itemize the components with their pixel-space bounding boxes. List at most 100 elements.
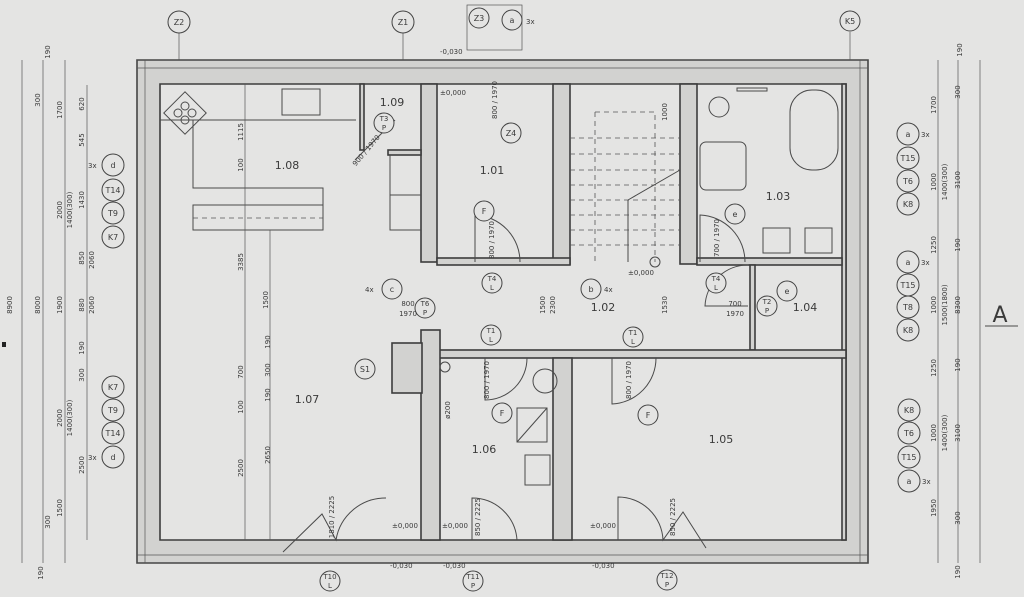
door-tag: T6P [414,297,436,319]
svg-text:700: 700 [237,365,245,378]
svg-text:190: 190 [956,43,964,56]
tag-t6: T6 [902,177,913,186]
door-swings [282,119,749,553]
stove-icon [163,91,207,135]
svg-text:1430: 1430 [78,191,86,209]
tag-d: d [110,453,115,462]
room-1-03: 1.03 [766,190,791,203]
svg-text:850: 850 [78,251,86,264]
sink-icon [281,88,321,116]
tag-count: 3x [921,131,930,139]
svg-text:800: 800 [401,300,414,308]
room-1-04: 1.04 [793,301,818,314]
tag-s1: S1 [360,365,370,374]
svg-text:100: 100 [237,400,245,413]
svg-text:T6: T6 [420,300,430,308]
svg-text:±0,000: ±0,000 [392,522,418,530]
tag-z3: Z3 [474,14,485,23]
svg-text:1500: 1500 [539,296,547,314]
svg-text:100: 100 [237,158,245,171]
svg-text:2060: 2060 [88,251,96,269]
section-marker: A [985,303,1018,328]
tag-a-count: 3x [526,18,535,26]
svg-text:300: 300 [44,515,52,528]
svg-text:1970: 1970 [726,310,744,318]
svg-text:P: P [765,307,769,315]
tag-c: c [390,285,394,294]
dimensions-right: 190 300 1700 1000 1400(300) 3100 1250 19… [930,43,964,578]
kitchen-fixtures [160,88,421,231]
svg-text:2500: 2500 [78,456,86,474]
tag-t9: T9 [107,209,118,218]
svg-text:700 / 1970: 700 / 1970 [713,219,721,257]
svg-text:3385: 3385 [237,253,245,271]
inner-tags: 4x c b 4x e e F F F S1 Z4 [354,122,798,426]
svg-text:T4: T4 [711,275,721,283]
door-tag: T1L [480,324,502,346]
svg-text:ø200: ø200 [444,401,452,419]
top-tags: Z2 Z1 Z3 a 3x K5 [167,4,861,60]
interior-walls [359,83,847,541]
tag-k8: K8 [903,326,913,335]
shower-icon [699,141,747,191]
svg-text:300: 300 [954,511,962,524]
svg-text:1000: 1000 [930,173,938,191]
svg-text:190: 190 [44,45,52,58]
svg-text:190: 190 [264,335,272,348]
tag-k7: K7 [108,383,118,392]
svg-text:300: 300 [264,363,272,376]
room-1-08: 1.08 [275,159,300,172]
tag-count: 4x [604,286,613,294]
svg-text:2000: 2000 [56,409,64,427]
svg-text:P: P [471,582,475,590]
room-1-02: 1.02 [591,301,616,314]
svg-text:545: 545 [78,133,86,146]
door-tag: T4L [481,272,503,294]
door-tag: T1L [622,326,644,348]
svg-text:T1: T1 [628,329,638,337]
toilet-icon [708,96,730,118]
svg-text:T12: T12 [659,572,673,580]
svg-text:1400(300): 1400(300) [66,399,74,436]
tag-e: e [785,287,790,296]
tag-k5: K5 [845,17,855,26]
svg-text:P: P [665,581,669,589]
svg-text:880: 880 [78,298,86,311]
svg-text:A: A [992,303,1007,328]
tag-z1: Z1 [398,18,409,27]
svg-text:1250: 1250 [930,236,938,254]
svg-text:1000: 1000 [930,296,938,314]
exterior-walls [136,59,869,564]
bathroom-fixtures [699,87,839,254]
tag-f: F [500,409,505,418]
door-tag: T2P [756,295,778,317]
tag-b: b [588,285,593,294]
svg-text:190: 190 [264,388,272,401]
svg-text:±0,000: ±0,000 [442,522,468,530]
svg-text:1970: 1970 [399,310,417,318]
tag-a: a [906,258,911,267]
svg-text:±0,000: ±0,000 [590,522,616,530]
svg-text:8900: 8900 [6,296,14,314]
svg-text:2000: 2000 [56,201,64,219]
svg-text:1530: 1530 [661,296,669,314]
tag-z2: Z2 [174,18,185,27]
svg-text:8300: 8300 [954,296,962,314]
svg-text:-0,030: -0,030 [592,562,615,570]
svg-text:±0,000: ±0,000 [628,269,654,277]
tag-t14: T14 [104,429,120,438]
right-tags-2: a 3x T15 T8 K8 [896,250,930,342]
svg-text:300: 300 [954,85,962,98]
svg-text:-0,030: -0,030 [440,48,463,56]
svg-text:190: 190 [37,566,45,579]
svg-text:2500: 2500 [237,459,245,477]
utility-fixtures [391,342,558,486]
tag-t9: T9 [107,406,118,415]
svg-text:2060: 2060 [88,296,96,314]
staircase [570,111,681,268]
svg-text:1700: 1700 [930,96,938,114]
svg-text:800 / 1970: 800 / 1970 [488,221,496,259]
svg-text:1900: 1900 [56,296,64,314]
tag-d: d [110,161,115,170]
left-tags-top: 3x d T14 T9 K7 [88,153,125,249]
